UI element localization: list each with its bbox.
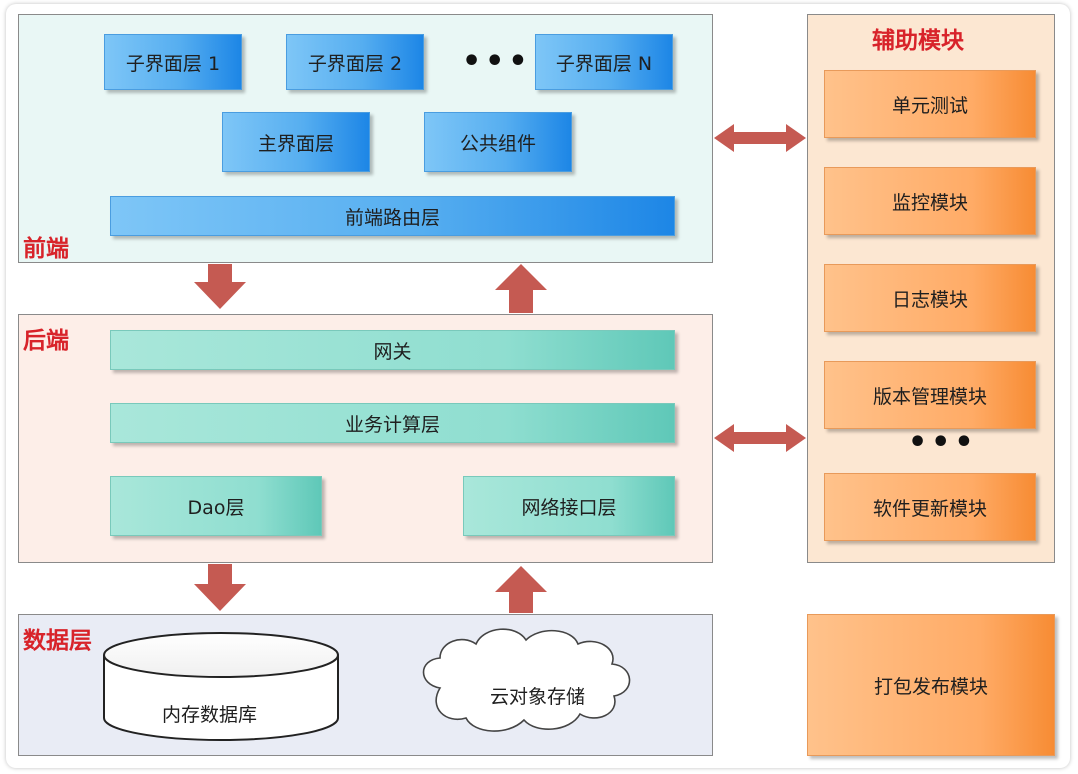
- cloud-shape: [422, 628, 631, 732]
- arrow-up-data-to-back: [495, 566, 547, 613]
- memory-db-label: 内存数据库: [162, 704, 258, 726]
- business-layer: 业务计算层: [110, 403, 675, 443]
- network-layer: 网络接口层: [463, 476, 675, 536]
- backend-title: 后端: [23, 328, 69, 354]
- sub-layer-2: 子界面层 2: [286, 34, 424, 90]
- aux-module-monitor: 监控模块: [824, 167, 1036, 235]
- aux-module-log: 日志模块: [824, 264, 1036, 332]
- packaging-module: 打包发布模块: [807, 614, 1055, 756]
- memory-db-cylinder: [103, 632, 339, 741]
- arrow-double-front-aux: [714, 124, 806, 152]
- frontend-ellipsis: •••: [462, 44, 532, 79]
- arrow-double-back-aux: [714, 424, 806, 452]
- router-layer: 前端路由层: [110, 196, 675, 236]
- aux-module-update: 软件更新模块: [824, 473, 1036, 541]
- sub-layer-1: 子界面层 1: [104, 34, 242, 90]
- aux-ellipsis: •••: [908, 425, 978, 460]
- aux-module-version: 版本管理模块: [824, 361, 1036, 429]
- common-components: 公共组件: [424, 112, 572, 172]
- arrow-down-back-to-data: [194, 564, 246, 611]
- sub-layer-n: 子界面层 N: [535, 34, 673, 90]
- arrow-down-front-to-back: [194, 264, 246, 309]
- aux-module-unit-test: 单元测试: [824, 70, 1036, 138]
- main-layer: 主界面层: [222, 112, 370, 172]
- arrow-up-back-to-front: [495, 264, 547, 313]
- frontend-title: 前端: [23, 236, 69, 262]
- aux-title: 辅助模块: [872, 28, 964, 54]
- cloud-storage-label: 云对象存储: [490, 686, 586, 708]
- dao-layer: Dao层: [110, 476, 322, 536]
- data-layer-title: 数据层: [23, 628, 92, 654]
- gateway-layer: 网关: [110, 330, 675, 370]
